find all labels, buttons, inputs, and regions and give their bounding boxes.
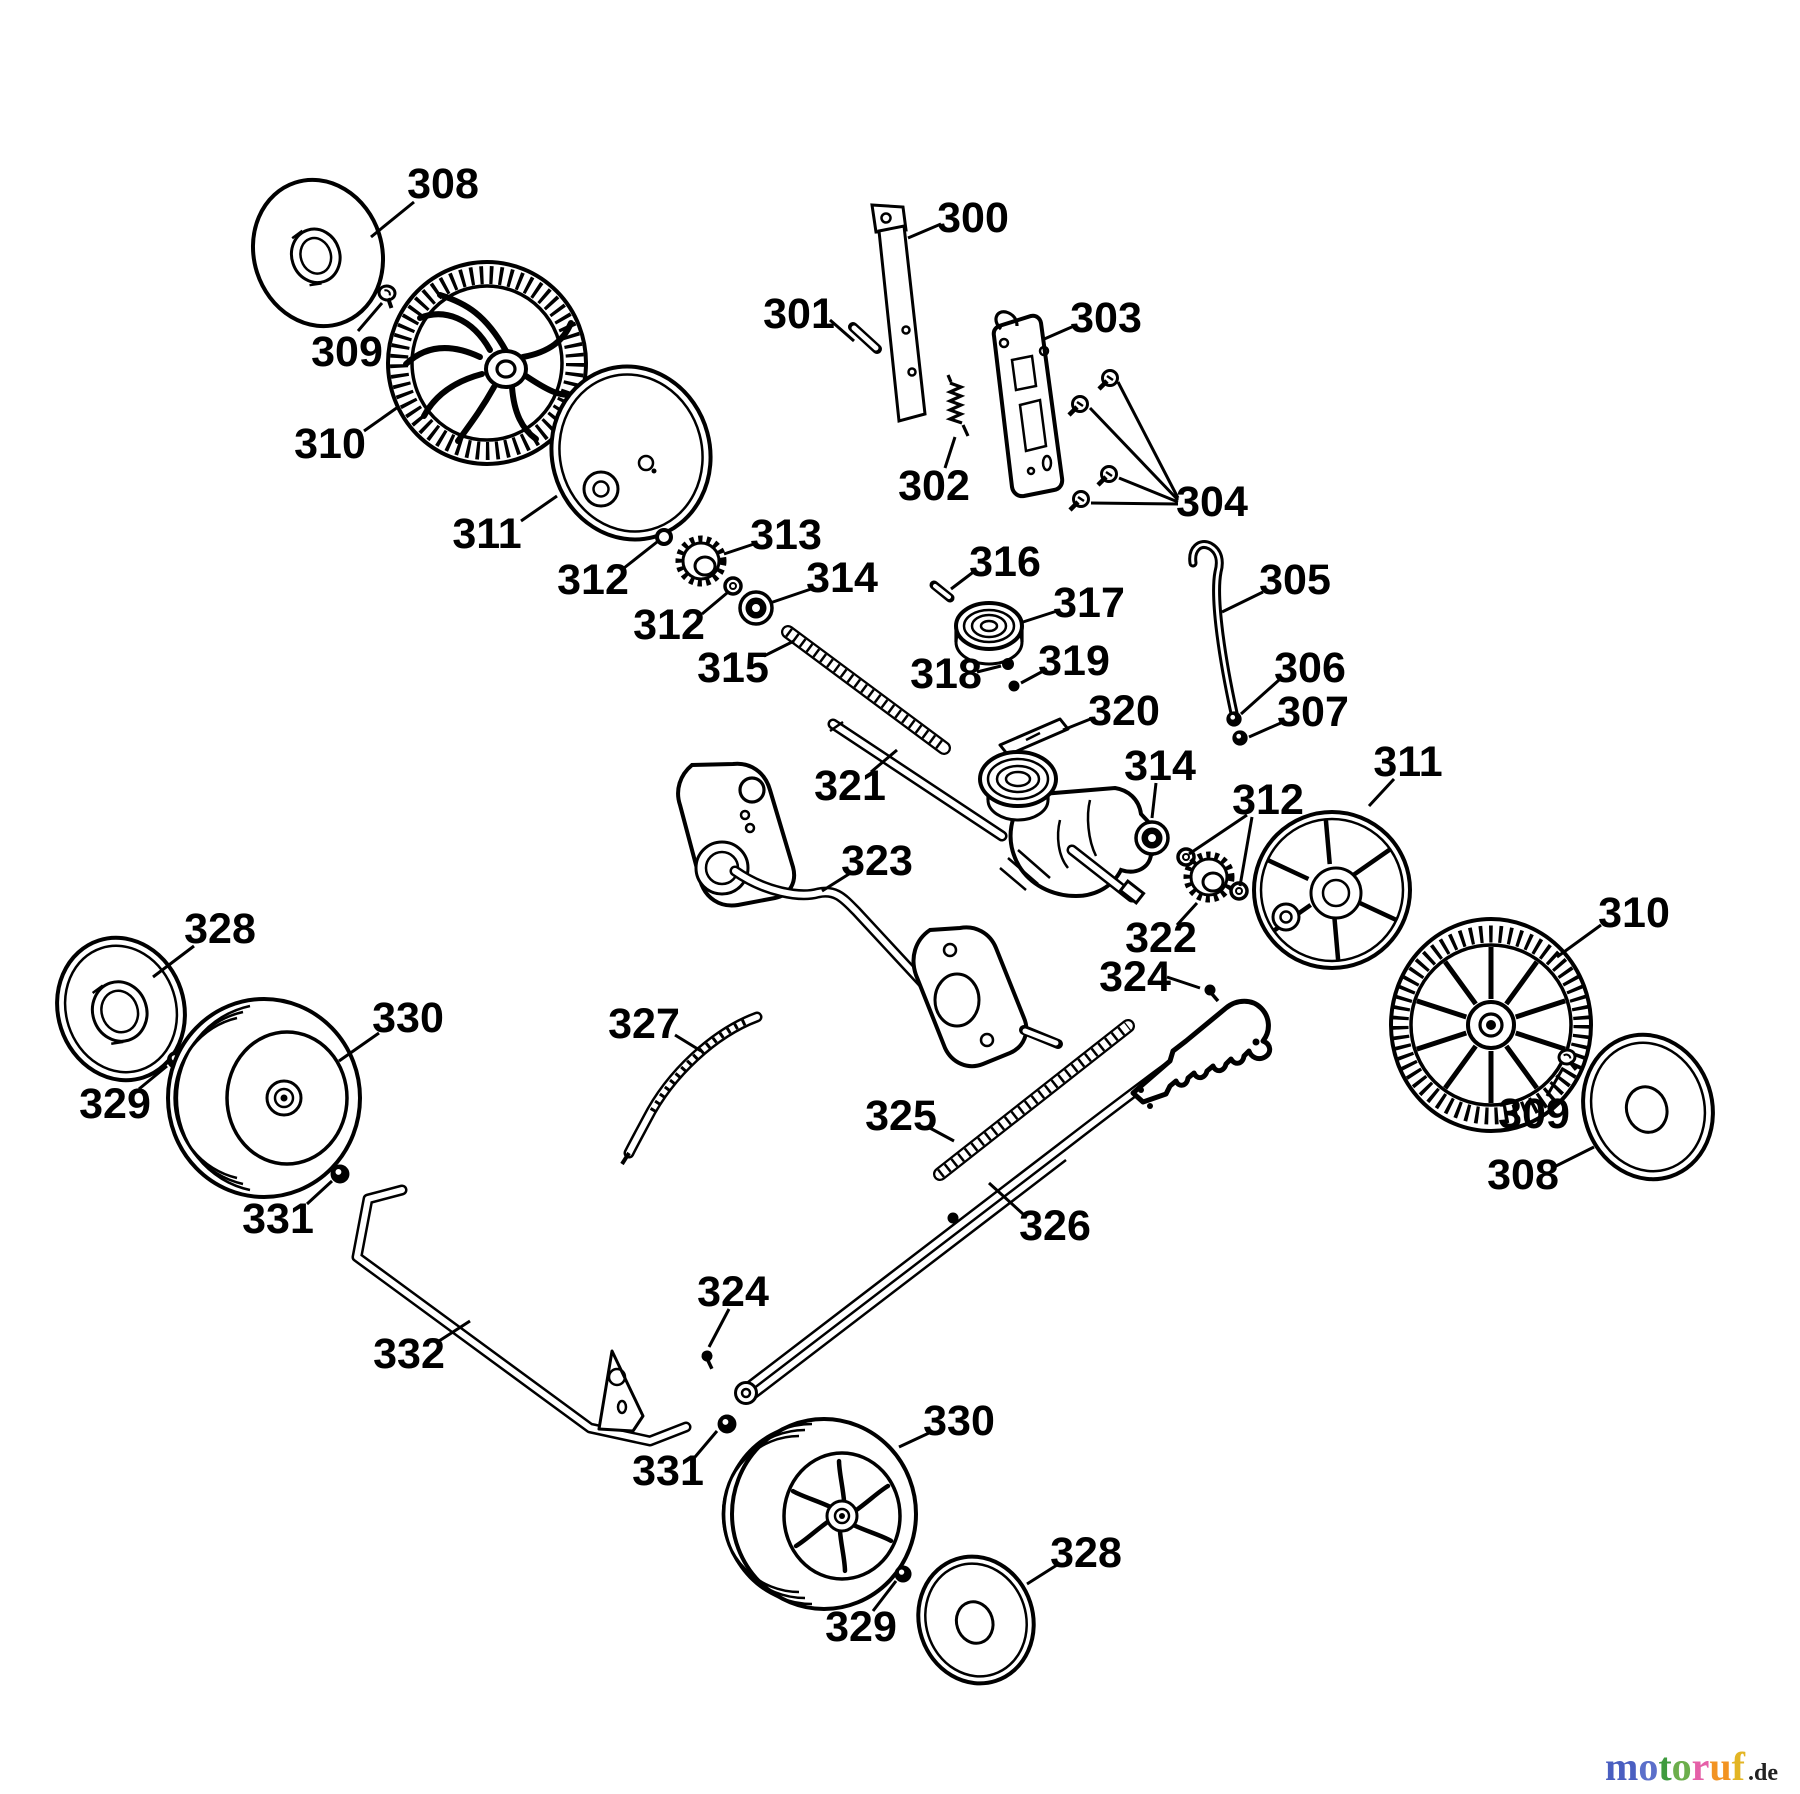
logo-letter: r [1692, 1744, 1710, 1789]
wheel-330-bottom-icon [721, 1417, 918, 1611]
callout-326: 326 [1019, 1202, 1091, 1250]
toothed-rack-327-icon [620, 1011, 763, 1166]
wheel-disc-311-topleft-icon [549, 364, 713, 542]
callout-310-right: 310 [1598, 889, 1670, 937]
wheel-310-right-icon [1389, 917, 1593, 1133]
axle-321-icon [827, 718, 1008, 842]
callout-315: 315 [697, 644, 769, 692]
callout-319: 319 [1038, 637, 1110, 685]
callout-321: 321 [814, 762, 886, 810]
callout-303: 303 [1070, 294, 1142, 342]
nut-307-icon [1232, 730, 1248, 746]
callout-329-bottom: 329 [825, 1603, 897, 1651]
callout-324-upper: 324 [1099, 953, 1171, 1001]
hubcap-328-left-icon [55, 935, 187, 1083]
callout-327: 327 [608, 1000, 680, 1048]
logo-letter: o [1672, 1744, 1692, 1789]
worm-shaft-315-icon [781, 625, 951, 755]
callout-318: 318 [910, 650, 982, 698]
callout-312-right: 312 [1232, 776, 1304, 824]
logo-letter: u [1709, 1744, 1731, 1789]
washer-312-a-icon [655, 528, 673, 546]
callout-331-bottom: 331 [632, 1447, 704, 1495]
link-rod-323-icon [729, 865, 938, 999]
motoruf-logo: motoruf [1605, 1744, 1746, 1789]
gear-313-icon [679, 539, 723, 583]
callout-305: 305 [1259, 556, 1331, 604]
nut-331-left-icon [330, 1164, 350, 1184]
callout-317: 317 [1053, 579, 1125, 627]
callout-325: 325 [865, 1092, 937, 1140]
callout-323: 323 [841, 837, 913, 885]
bracket-strip-300-icon [870, 203, 927, 423]
stabilizer-bar-332-icon [351, 1184, 692, 1447]
callout-302: 302 [898, 462, 970, 510]
threaded-rod-325-icon [933, 1019, 1135, 1181]
callout-330-bottom: 330 [923, 1397, 995, 1445]
callout-301: 301 [763, 290, 835, 338]
logo-letter: f [1732, 1744, 1746, 1789]
callout-312-a: 312 [557, 556, 629, 604]
housing-bracket-left-icon [676, 761, 796, 908]
nut-329-bottom-icon [894, 1565, 912, 1583]
wheel-disc-311-right-icon [1252, 810, 1412, 970]
callout-316: 316 [969, 538, 1041, 586]
hook-rod-305-icon [1188, 540, 1239, 718]
callout-329-left: 329 [79, 1080, 151, 1128]
housing-bracket-right-icon [911, 925, 1063, 1069]
bearing-314-right-icon [1134, 820, 1170, 856]
nut-306-icon [1226, 711, 1242, 727]
callout-324-lower: 324 [697, 1268, 769, 1316]
callout-312-b: 312 [633, 601, 705, 649]
callout-304: 304 [1176, 478, 1248, 526]
screw-304-icons [1069, 371, 1118, 511]
ball-318-icon [1002, 658, 1014, 670]
washer-312-b-icon [723, 576, 743, 596]
pulley-317-icon [954, 601, 1024, 666]
gearbox-icon [978, 750, 1163, 905]
hubcap-308-topleft-icon [250, 177, 386, 329]
callout-328-bottom: 328 [1050, 1529, 1122, 1577]
leader-lines [138, 200, 1602, 1612]
nut-331-lower-icon [717, 1414, 737, 1434]
screw-324-lower-icon [697, 1347, 718, 1371]
callout-330-left: 330 [372, 994, 444, 1042]
callout-320: 320 [1088, 687, 1160, 735]
callout-309-right: 309 [1498, 1090, 1570, 1138]
pin-316-icon [929, 580, 955, 603]
callout-314-left: 314 [806, 554, 878, 602]
key-320-icon [998, 717, 1070, 757]
screw-324-upper-icon [1202, 982, 1220, 1003]
logo-letter: o [1638, 1744, 1658, 1789]
callout-310-topleft: 310 [294, 420, 366, 468]
hubcap-308-right-icon [1581, 1032, 1715, 1182]
callout-313: 313 [750, 511, 822, 559]
callout-306: 306 [1274, 644, 1346, 692]
callout-328-left: 328 [184, 905, 256, 953]
callout-322: 322 [1125, 914, 1197, 962]
callout-311-right: 311 [1373, 738, 1442, 786]
callout-331-left: 331 [242, 1195, 314, 1243]
callout-314-right: 314 [1124, 742, 1196, 790]
callout-332: 332 [373, 1330, 445, 1378]
logo-suffix: .de [1748, 1760, 1778, 1786]
pin-301-icon [848, 322, 882, 354]
gear-322-icon [1187, 855, 1231, 899]
callout-300: 300 [937, 194, 1009, 242]
callout-308-topleft: 308 [407, 160, 479, 208]
handle-tube-326-icon [734, 998, 1273, 1405]
adjuster-plate-303-icon [991, 310, 1065, 499]
callout-307: 307 [1277, 688, 1349, 736]
callout-311-topleft: 311 [452, 510, 521, 558]
callout-308-right: 308 [1487, 1151, 1559, 1199]
logo-letter: t [1658, 1744, 1672, 1789]
hubcap-328-bottom-icon [916, 1554, 1036, 1686]
spring-302-icon [945, 374, 970, 437]
logo-letter: m [1605, 1744, 1638, 1789]
ball-319-icon [1008, 680, 1020, 692]
bearing-314-left-icon [738, 590, 774, 626]
callout-309-topleft: 309 [311, 328, 383, 376]
wheel-330-left-icon [166, 997, 362, 1199]
